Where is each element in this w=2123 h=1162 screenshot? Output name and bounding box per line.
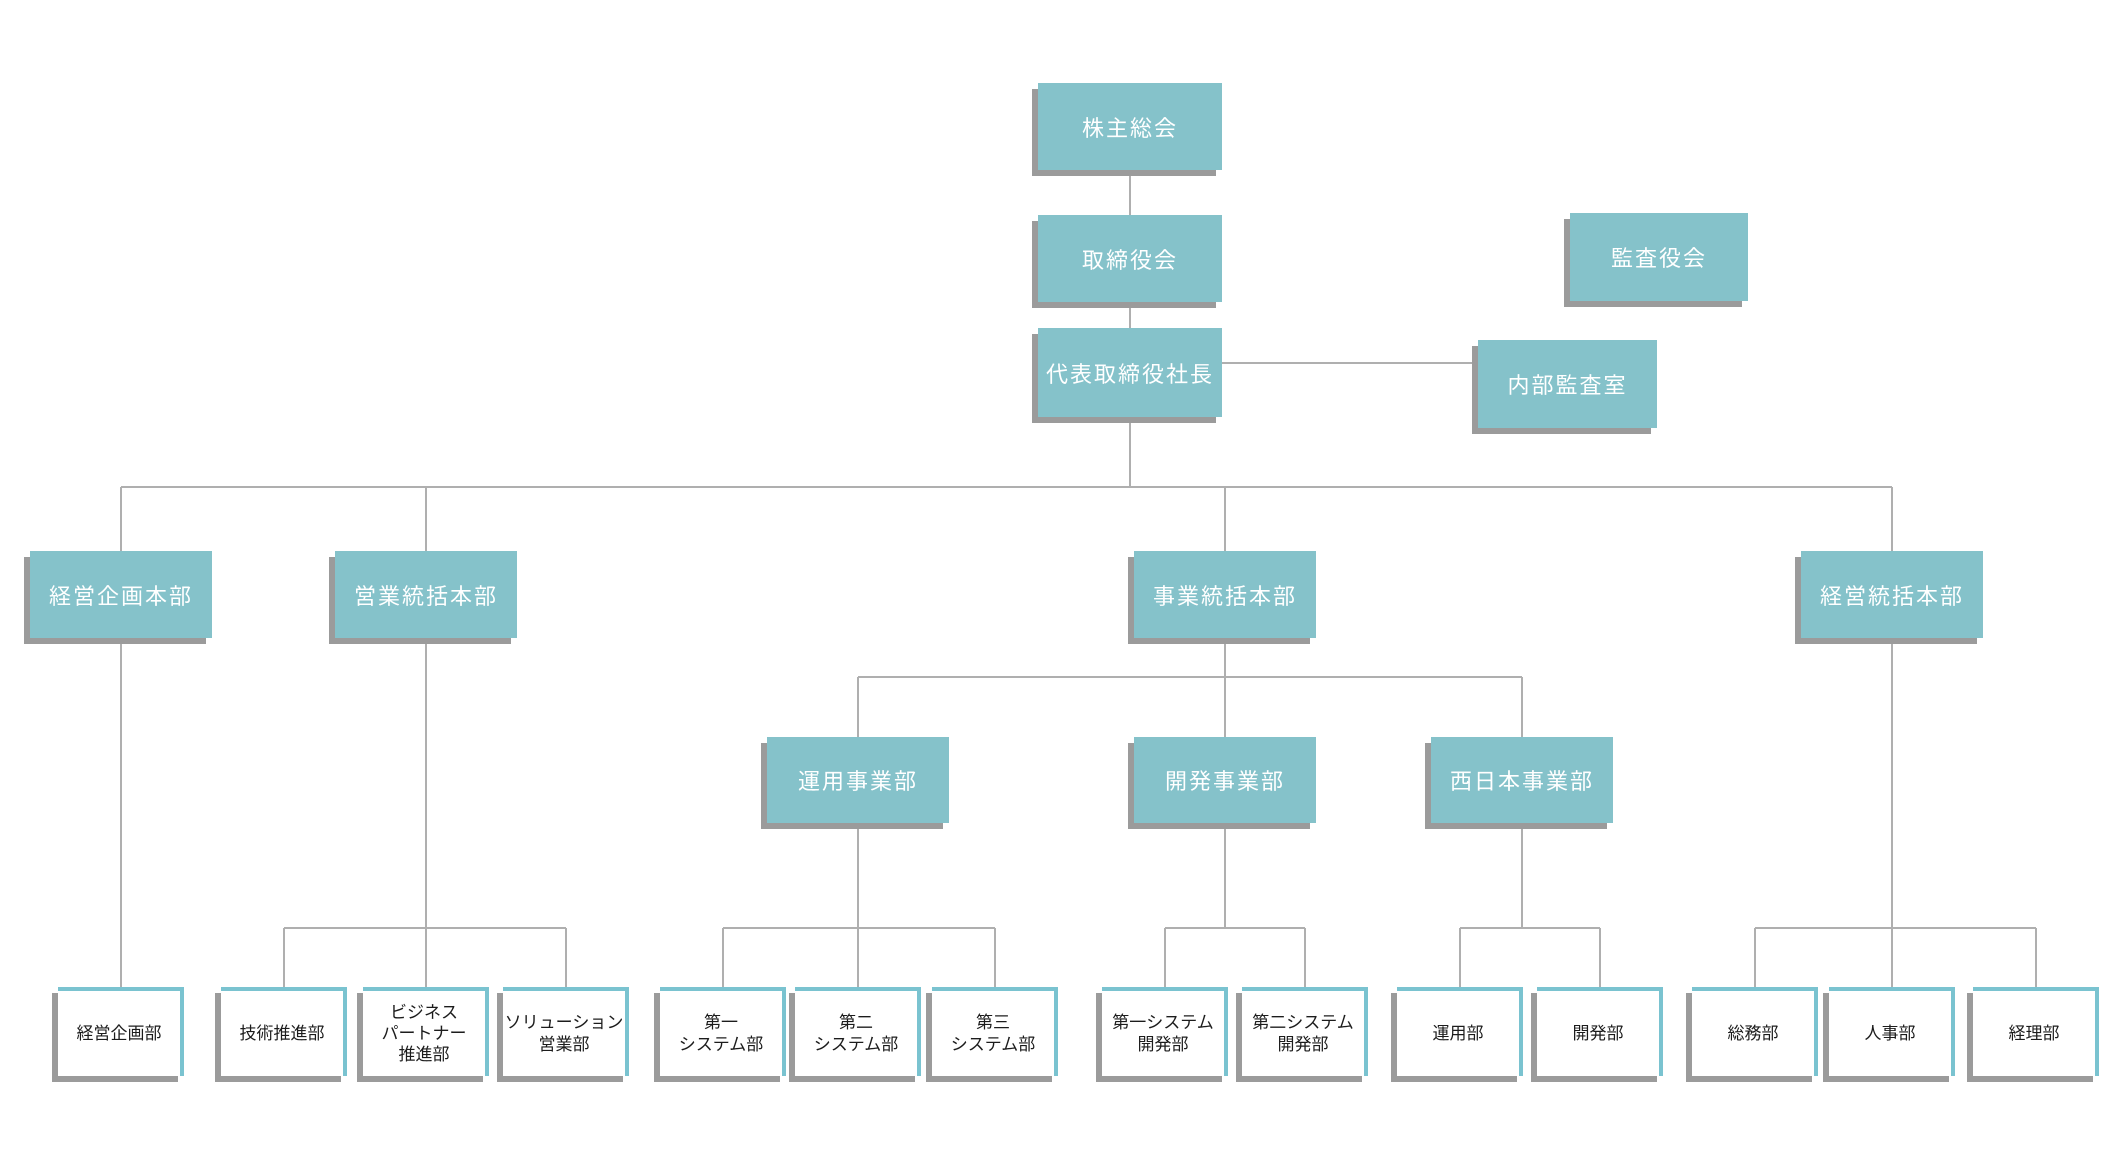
node-second-system-development-department: 第二システム 開発部 bbox=[1242, 987, 1368, 1076]
node-internal-audit-office: 内部監査室 bbox=[1478, 340, 1657, 428]
node-label: 経理部 bbox=[2008, 1023, 2060, 1043]
node-administration-supervision-division: 経営統括本部 bbox=[1801, 551, 1983, 638]
connector-line bbox=[425, 487, 427, 551]
connector-line bbox=[1224, 487, 1226, 551]
connector-line bbox=[1459, 928, 1461, 987]
connector-line bbox=[2035, 928, 2037, 987]
node-label: 第二 システム部 bbox=[813, 1013, 899, 1054]
node-technology-promotion-department: 技術推進部 bbox=[221, 987, 347, 1076]
node-label: 内部監査室 bbox=[1507, 373, 1628, 398]
connector-line bbox=[858, 676, 1522, 678]
node-board-of-directors: 取締役会 bbox=[1038, 215, 1222, 302]
connector-line bbox=[857, 823, 859, 929]
connector-line bbox=[1599, 928, 1601, 987]
node-accounting-department: 経理部 bbox=[1973, 987, 2099, 1076]
node-label: 第二システム 開発部 bbox=[1252, 1013, 1354, 1054]
connector-line bbox=[1891, 638, 1893, 929]
node-first-system-development-department: 第一システム 開発部 bbox=[1102, 987, 1228, 1076]
node-label: 株主総会 bbox=[1081, 115, 1178, 141]
connector-line bbox=[425, 638, 427, 929]
connector-line bbox=[857, 677, 859, 737]
connector-line bbox=[1129, 302, 1131, 328]
node-label: 総務部 bbox=[1727, 1023, 1779, 1043]
connector-line bbox=[1521, 823, 1523, 929]
node-business-supervision-division: 事業統括本部 bbox=[1134, 551, 1316, 638]
node-solution-sales-department: ソリューション 営業部 bbox=[503, 987, 629, 1076]
node-corporate-planning-department: 経営企画部 bbox=[58, 987, 184, 1076]
node-business-partner-promotion-department: ビジネス パートナー 推進部 bbox=[363, 987, 489, 1076]
node-label: 技術推進部 bbox=[239, 1023, 325, 1043]
node-label: 運用事業部 bbox=[797, 769, 918, 794]
node-corporate-planning-division: 経営企画本部 bbox=[30, 551, 212, 638]
node-label: 第一システム 開発部 bbox=[1112, 1013, 1214, 1054]
node-general-affairs-department: 総務部 bbox=[1692, 987, 1818, 1076]
node-label: 開発事業部 bbox=[1164, 769, 1285, 794]
connector-line bbox=[723, 927, 995, 929]
node-label: 取締役会 bbox=[1081, 247, 1178, 273]
connector-line bbox=[1754, 928, 1756, 987]
connector-line bbox=[1224, 823, 1226, 929]
node-label: 監査役会 bbox=[1610, 246, 1707, 271]
connector-line bbox=[1224, 638, 1226, 678]
node-sales-supervision-division: 営業統括本部 bbox=[335, 551, 517, 638]
node-label: 人事部 bbox=[1864, 1023, 1916, 1043]
node-west-japan-business-department: 西日本事業部 bbox=[1431, 737, 1613, 823]
node-shareholders-meeting: 株主総会 bbox=[1038, 83, 1222, 170]
connector-line bbox=[121, 486, 1892, 488]
connector-line bbox=[722, 928, 724, 987]
node-label: ソリューション 営業部 bbox=[504, 1013, 624, 1054]
node-label: 代表取締役社長 bbox=[1045, 361, 1214, 387]
connector-line bbox=[120, 487, 122, 551]
connector-line bbox=[1521, 677, 1523, 737]
node-label: 開発部 bbox=[1572, 1023, 1624, 1043]
connector-line bbox=[1304, 928, 1306, 987]
node-label: 第一 システム部 bbox=[678, 1013, 764, 1054]
connector-line bbox=[994, 928, 996, 987]
connector-line bbox=[1891, 487, 1893, 551]
connector-line bbox=[425, 928, 427, 987]
connector-line bbox=[1891, 928, 1893, 987]
node-label: 経営企画部 bbox=[76, 1023, 162, 1043]
node-label: 西日本事業部 bbox=[1449, 769, 1594, 794]
node-label: 運用部 bbox=[1432, 1023, 1484, 1043]
node-label: 事業統括本部 bbox=[1152, 583, 1297, 609]
node-label: 第三 システム部 bbox=[950, 1013, 1036, 1054]
node-operation-department: 運用部 bbox=[1397, 987, 1523, 1076]
node-operation-business-department: 運用事業部 bbox=[767, 737, 949, 823]
connector-line bbox=[120, 638, 122, 987]
connector-line bbox=[857, 928, 859, 987]
node-label: 営業統括本部 bbox=[353, 583, 498, 609]
node-second-system-department: 第二 システム部 bbox=[795, 987, 921, 1076]
connector-line bbox=[1129, 417, 1131, 487]
node-third-system-department: 第三 システム部 bbox=[932, 987, 1058, 1076]
connector-line bbox=[1224, 677, 1226, 737]
node-first-system-department: 第一 システム部 bbox=[660, 987, 786, 1076]
connector-line bbox=[1165, 927, 1305, 929]
connector-line bbox=[565, 928, 567, 987]
connector-line bbox=[1755, 927, 2036, 929]
node-president: 代表取締役社長 bbox=[1038, 328, 1222, 417]
node-human-resources-department: 人事部 bbox=[1829, 987, 1955, 1076]
node-label: 経営企画本部 bbox=[48, 583, 193, 609]
connector-line bbox=[1164, 928, 1166, 987]
connector-line bbox=[1222, 362, 1478, 364]
connector-line bbox=[1129, 170, 1131, 215]
node-development-business-department: 開発事業部 bbox=[1134, 737, 1316, 823]
node-label: ビジネス パートナー 推進部 bbox=[381, 1002, 467, 1065]
node-label: 経営統括本部 bbox=[1819, 583, 1964, 609]
connector-line bbox=[1460, 927, 1600, 929]
connector-line bbox=[283, 928, 285, 987]
node-development-department: 開発部 bbox=[1537, 987, 1663, 1076]
node-audit-and-supervisory-board: 監査役会 bbox=[1570, 213, 1748, 301]
